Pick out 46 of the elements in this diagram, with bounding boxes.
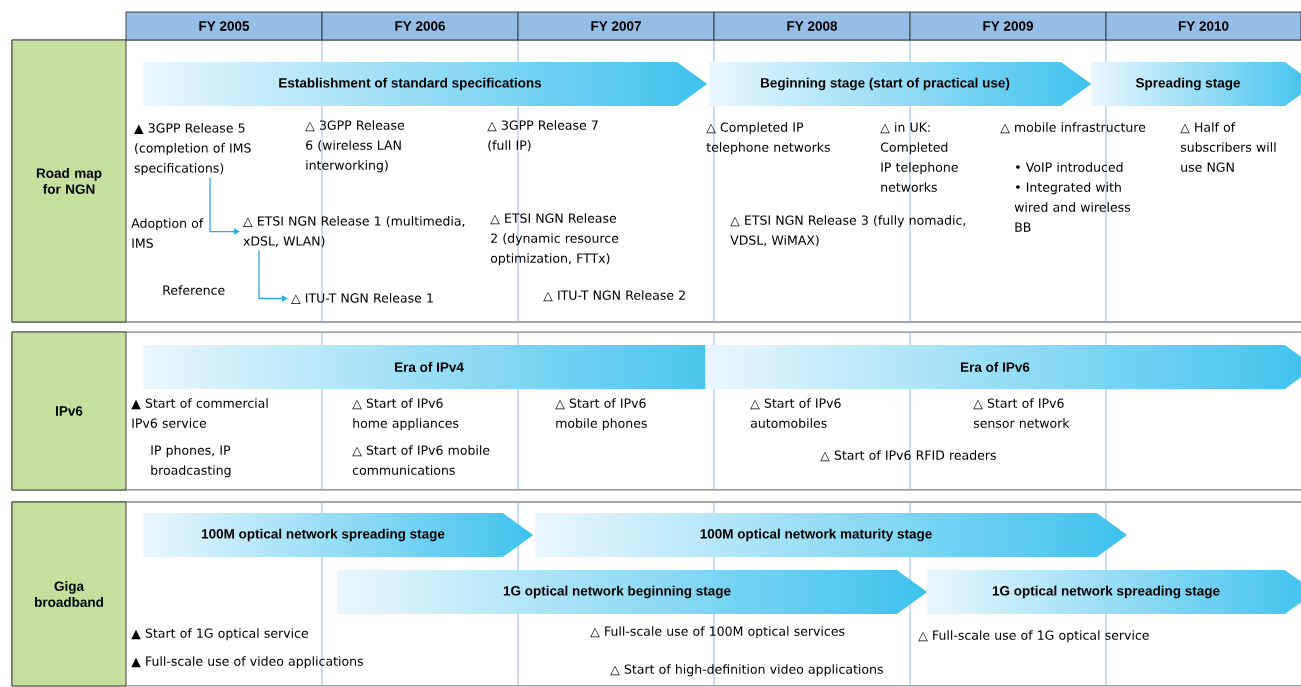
milestone-text: △ Start of IPv6 mobile phones (555, 398, 647, 431)
connector-arrow (258, 249, 288, 302)
edge-label: Adoption of IMS (131, 218, 204, 248)
milestone-text: △ in UK: Completed IP telephone networks (880, 122, 958, 192)
year-header: FY 2009 (909, 11, 1107, 41)
milestone-text: △ Full-scale use of 100M optical services (590, 626, 845, 639)
row-header: Road map for NGN (11, 39, 127, 323)
milestone-text: ▲ 3GPP Release 5 (completion of IMS specifications) (134, 123, 251, 176)
stage-arrow: Era of IPv6 (961, 362, 1030, 372)
milestone-text: △ 3GPP Release 6 (wireless LAN interworking) (305, 120, 405, 173)
milestone-text: • VoIP introduced (1016, 162, 1123, 172)
milestone-text: IP phones, IP broadcasting (151, 445, 231, 478)
milestone-text: △ ETSI NGN Release 1 (multimedia, xDSL, WLAN) (243, 216, 465, 248)
stage-arrow: Spreading stage (1135, 77, 1241, 91)
edge-label: Reference (163, 285, 225, 295)
stage-arrow: 1G optical network spreading stage (992, 585, 1220, 599)
stage-arrow: Era of IPv4 (395, 362, 464, 372)
milestone-text: △ Start of IPv6 sensor network (973, 398, 1070, 428)
row-header: IPv6 (11, 331, 127, 491)
stage-arrow: Establishment of standard specifications (279, 77, 542, 91)
row-header: Giga broadband (11, 501, 127, 687)
milestone-text: △ mobile infrastructure (1000, 122, 1146, 134)
milestone-text: △ Start of IPv6 home appliances (352, 398, 459, 431)
milestone-text: △ Start of IPv6 automobiles (750, 398, 841, 428)
milestone-text: △ ITU-T NGN Release 2 (543, 290, 685, 302)
year-header: FY 2010 (1105, 11, 1301, 41)
milestone-text: △ Start of IPv6 mobile communications (352, 445, 490, 475)
milestone-text: △ Completed IP telephone networks (706, 122, 830, 155)
milestone-text: △ Half of subscribers will use NGN (1180, 122, 1276, 172)
stage-arrow: 100M optical network spreading stage (201, 528, 445, 542)
milestone-text: △ ETSI NGN Release 3 (fully nomadic, VDSL, WiMAX) (730, 215, 966, 247)
milestone-text: △ ETSI NGN Release 2 (dynamic resource optimization, FTTx) (490, 213, 619, 266)
year-header: FY 2005 (125, 11, 323, 41)
milestone-text: △ Start of high-definition video applications (610, 664, 883, 677)
milestone-text: △ ITU-T NGN Release 1 (291, 293, 433, 305)
year-header: FY 2008 (713, 11, 911, 41)
year-header: FY 2007 (517, 11, 715, 41)
stage-arrow: 1G optical network beginning stage (503, 585, 731, 599)
stage-arrow: Beginning stage (start of practical use) (761, 77, 1010, 91)
year-header: FY 2006 (321, 11, 519, 41)
connector-arrow (209, 177, 240, 235)
stage-arrow: 100M optical network maturity stage (700, 528, 932, 542)
milestone-text: △ 3GPP Release 7 (full IP) (487, 120, 598, 152)
milestone-text: △ Start of IPv6 RFID readers (820, 450, 996, 462)
milestone-text: • Integrated with wired and wireless BB (1014, 182, 1131, 232)
milestone-text: △ Full-scale use of 1G optical service (918, 630, 1149, 643)
